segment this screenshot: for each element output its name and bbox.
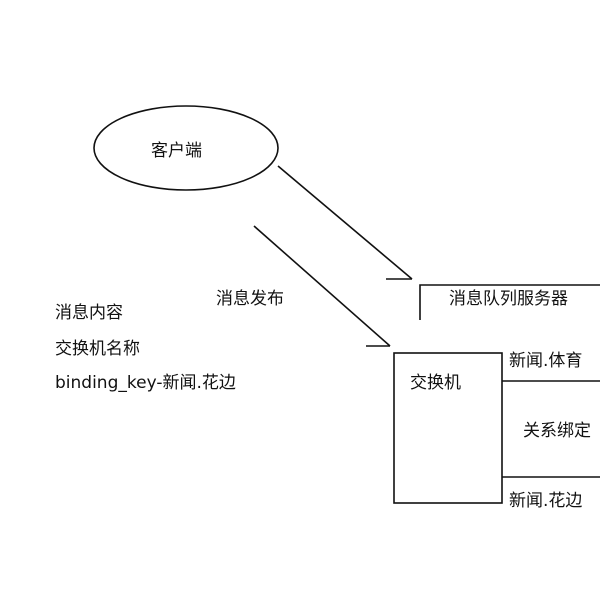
arrow-client-to-server — [277, 165, 413, 280]
exchange-name-label: 交换机名称 — [55, 339, 140, 359]
exchange-box — [393, 352, 503, 504]
queue-gossip-label: 新闻.花边 — [509, 491, 583, 511]
exchange-label: 交换机 — [410, 373, 461, 393]
binding-key-label: binding_key-新闻.花边 — [55, 373, 236, 393]
mq-server-label: 消息队列服务器 — [449, 289, 568, 309]
mq-server-box — [419, 284, 600, 320]
publish-label: 消息发布 — [216, 289, 284, 309]
client-ellipse — [93, 105, 279, 191]
queue-sports-label: 新闻.体育 — [509, 351, 583, 371]
client-label: 客户端 — [151, 141, 202, 161]
message-content-label: 消息内容 — [55, 303, 123, 323]
arrow-publish-to-exchange — [253, 225, 391, 347]
binding-relation-label: 关系绑定 — [523, 421, 591, 441]
